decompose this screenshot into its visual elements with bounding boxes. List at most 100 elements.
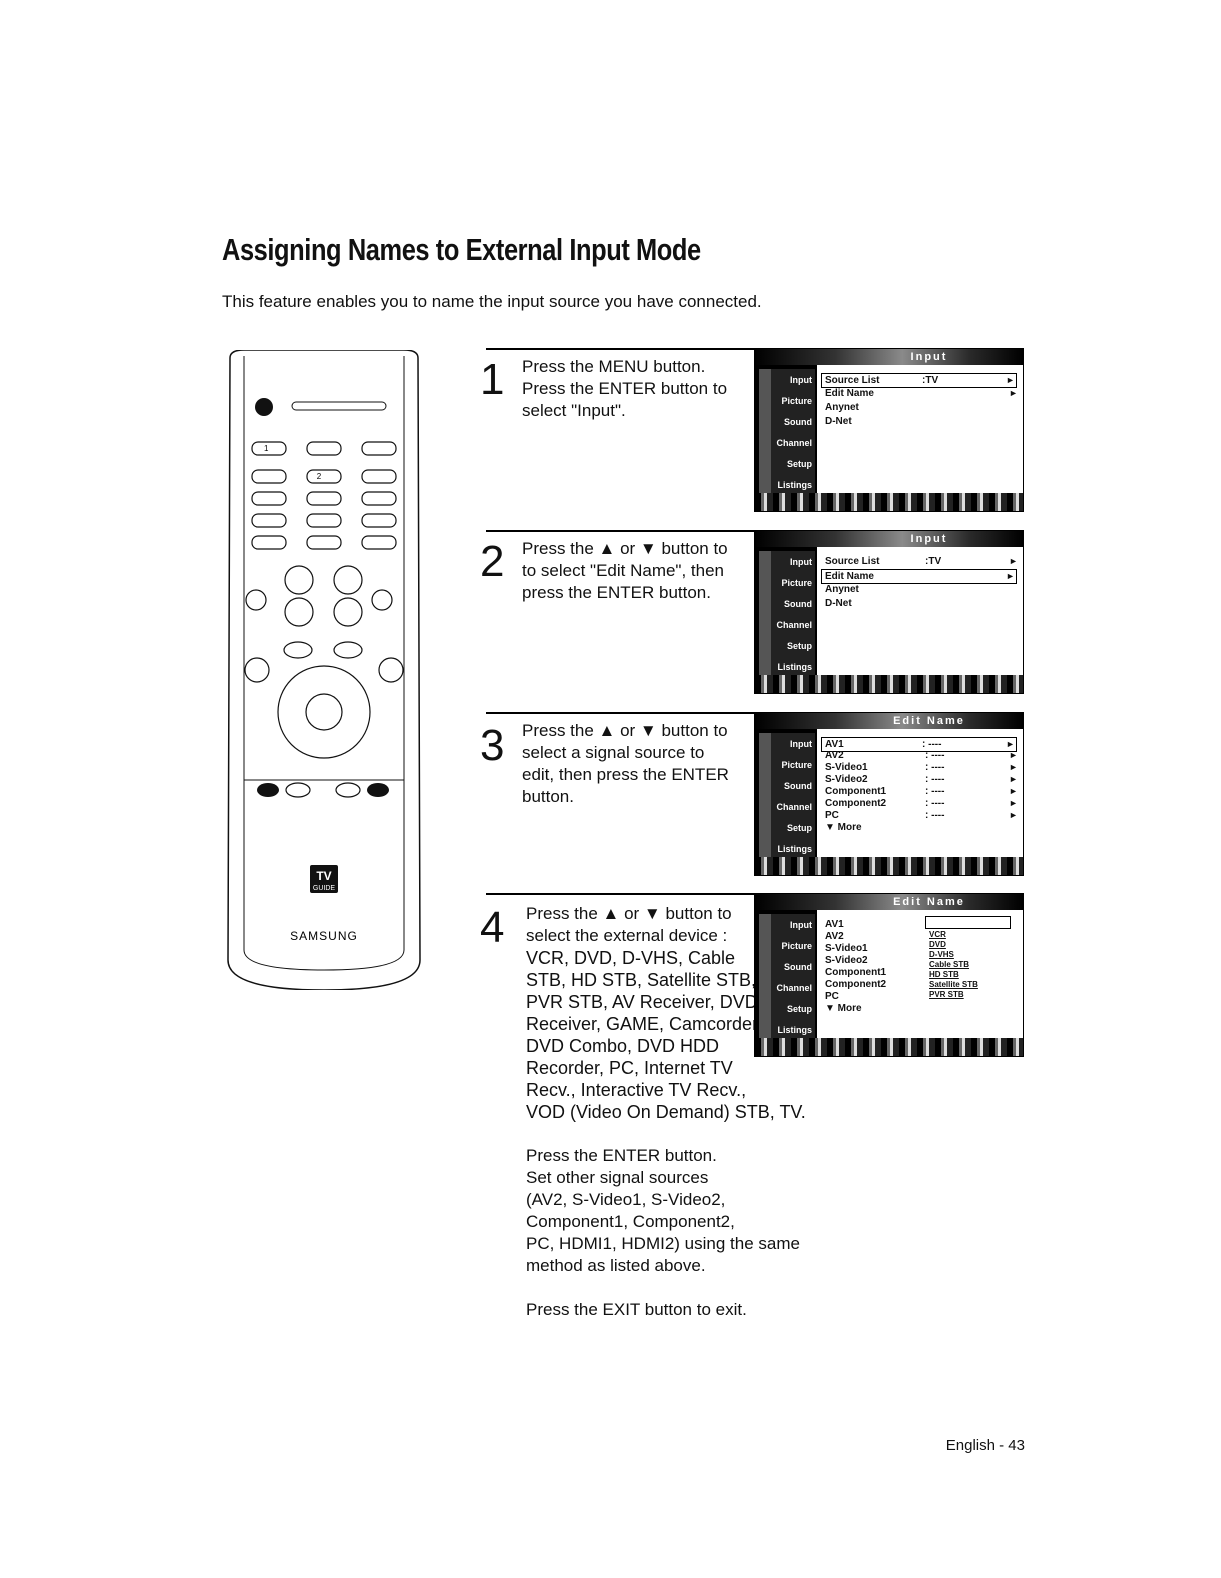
osd-menu-row[interactable]: S-Video2 (825, 954, 868, 967)
osd-side-item-input[interactable]: Input (759, 551, 815, 573)
chevron-right-icon: ► (1006, 571, 1015, 581)
osd-row-label: AV1 (825, 919, 844, 930)
osd-side-item-input[interactable]: Input (759, 914, 815, 936)
osd-side-item-channel[interactable]: Channel (759, 977, 815, 999)
osd-menu-row[interactable]: Component1 (825, 966, 886, 979)
osd-header-title: Input (910, 351, 948, 363)
osd-menu-row[interactable]: Edit Name► (821, 569, 1017, 584)
step-rule (486, 712, 754, 714)
osd-side-item-input[interactable]: Input (759, 369, 815, 391)
osd-side-item-listings[interactable]: Listings (759, 656, 815, 678)
step-rule (486, 893, 754, 895)
osd-header-title: Edit Name (893, 715, 965, 727)
osd-name-input[interactable] (925, 916, 1011, 929)
step-number-2: 2 (480, 537, 505, 586)
osd-menu-row[interactable]: Edit Name► (825, 387, 1018, 400)
osd-row-label: Anynet (825, 402, 859, 413)
intro-text: This feature enables you to name the inp… (222, 292, 762, 311)
chevron-right-icon: ► (1009, 556, 1018, 566)
osd-menu-row[interactable]: AV2 (825, 930, 844, 943)
osd-side-item-listings[interactable]: Listings (759, 1019, 815, 1041)
osd-row-value: : ---- (925, 798, 945, 809)
osd-side-item-sound[interactable]: Sound (759, 593, 815, 615)
osd-menu-row[interactable]: S-Video1: ----► (825, 761, 1018, 774)
osd-side-item-picture[interactable]: Picture (759, 572, 815, 594)
osd-row-label: AV1 (825, 739, 844, 750)
osd-menu-row[interactable]: D-Net (825, 415, 852, 428)
osd-device-option[interactable]: PVR STB (929, 990, 964, 999)
osd-row-label: PC (825, 991, 839, 1002)
svg-text:1: 1 (264, 444, 269, 453)
osd-menu-row[interactable]: PC: ----► (825, 809, 1018, 822)
osd-menu-row[interactable]: PC (825, 990, 839, 1003)
chevron-right-icon: ► (1009, 810, 1018, 820)
osd-menu-row[interactable]: ▼ More (825, 1002, 862, 1015)
osd-menu-row[interactable]: D-Net (825, 597, 852, 610)
osd-menu-row[interactable]: Source List:TV► (825, 555, 1018, 568)
svg-text:TV: TV (316, 869, 331, 883)
power-icon (255, 398, 273, 416)
osd-panel: AV1: ----►AV2: ----►S-Video1: ----►S-Vid… (817, 729, 1023, 857)
osd-row-label: PC (825, 810, 839, 821)
chevron-right-icon: ► (1006, 375, 1015, 385)
osd-side-item-channel[interactable]: Channel (759, 432, 815, 454)
osd-side-item-sound[interactable]: Sound (759, 956, 815, 978)
osd-menu-row[interactable]: AV1: ----► (821, 737, 1017, 752)
osd-button-bar (755, 493, 1023, 511)
osd-row-label: ▼ More (825, 1003, 862, 1014)
osd-side-item-input[interactable]: Input (759, 733, 815, 755)
osd-menu-row[interactable]: AV1 (825, 918, 844, 931)
osd-side-item-channel[interactable]: Channel (759, 796, 815, 818)
osd-side-item-channel[interactable]: Channel (759, 614, 815, 636)
osd-row-label: S-Video2 (825, 955, 868, 966)
svg-text:SAMSUNG: SAMSUNG (290, 929, 358, 943)
osd-device-option[interactable]: Cable STB (929, 960, 970, 969)
osd-button-bar (755, 857, 1023, 875)
osd-side-item-listings[interactable]: Listings (759, 474, 815, 496)
osd-side-item-sound[interactable]: Sound (759, 775, 815, 797)
osd-device-option[interactable]: HD STB (929, 970, 959, 979)
osd-menu-row[interactable]: Source List:TV► (821, 373, 1017, 388)
osd-menu-row[interactable]: Component2 (825, 978, 886, 991)
osd-header: Input (755, 531, 1023, 547)
step-rule (486, 530, 754, 532)
osd-row-label: Component1 (825, 967, 887, 978)
osd-device-option[interactable]: Satellite STB (929, 980, 978, 989)
osd-side-item-sound[interactable]: Sound (759, 411, 815, 433)
osd-row-label: Component2 (825, 798, 887, 809)
osd-side-item-setup[interactable]: Setup (759, 998, 815, 1020)
osd-side-item-picture[interactable]: Picture (759, 935, 815, 957)
osd-row-value: : ---- (922, 739, 942, 750)
osd-side-item-picture[interactable]: Picture (759, 390, 815, 412)
osd-side-item-listings[interactable]: Listings (759, 838, 815, 860)
osd-side-item-setup[interactable]: Setup (759, 817, 815, 839)
osd-menu-row[interactable]: Anynet (825, 583, 859, 596)
osd-device-option[interactable]: DVD (929, 940, 946, 949)
osd-device-option[interactable]: D-VHS (929, 950, 954, 959)
osd-menu-row[interactable]: Anynet (825, 401, 859, 414)
osd-row-label: Anynet (825, 584, 859, 595)
osd-row-value: :TV (925, 556, 942, 567)
osd-side-item-setup[interactable]: Setup (759, 635, 815, 657)
osd-menu-row[interactable]: Component1: ----► (825, 785, 1018, 798)
osd-menu-row[interactable]: AV2: ----► (825, 749, 1018, 762)
osd-side-item-setup[interactable]: Setup (759, 453, 815, 475)
osd-menu-row[interactable]: S-Video2: ----► (825, 773, 1018, 786)
osd-menu-row[interactable]: Component2: ----► (825, 797, 1018, 810)
step-number-1: 1 (480, 355, 505, 404)
osd-device-option[interactable]: VCR (929, 930, 946, 939)
osd-button-bar (755, 675, 1023, 693)
osd-side-item-picture[interactable]: Picture (759, 754, 815, 776)
osd-menu-row[interactable]: ▼ More (825, 821, 862, 834)
osd-menu-row[interactable]: S-Video1 (825, 942, 868, 955)
osd-row-label: Component2 (825, 979, 887, 990)
tv-guide-logo (310, 865, 338, 893)
osd-row-label: Source List (825, 375, 880, 386)
chevron-right-icon: ► (1009, 750, 1018, 760)
